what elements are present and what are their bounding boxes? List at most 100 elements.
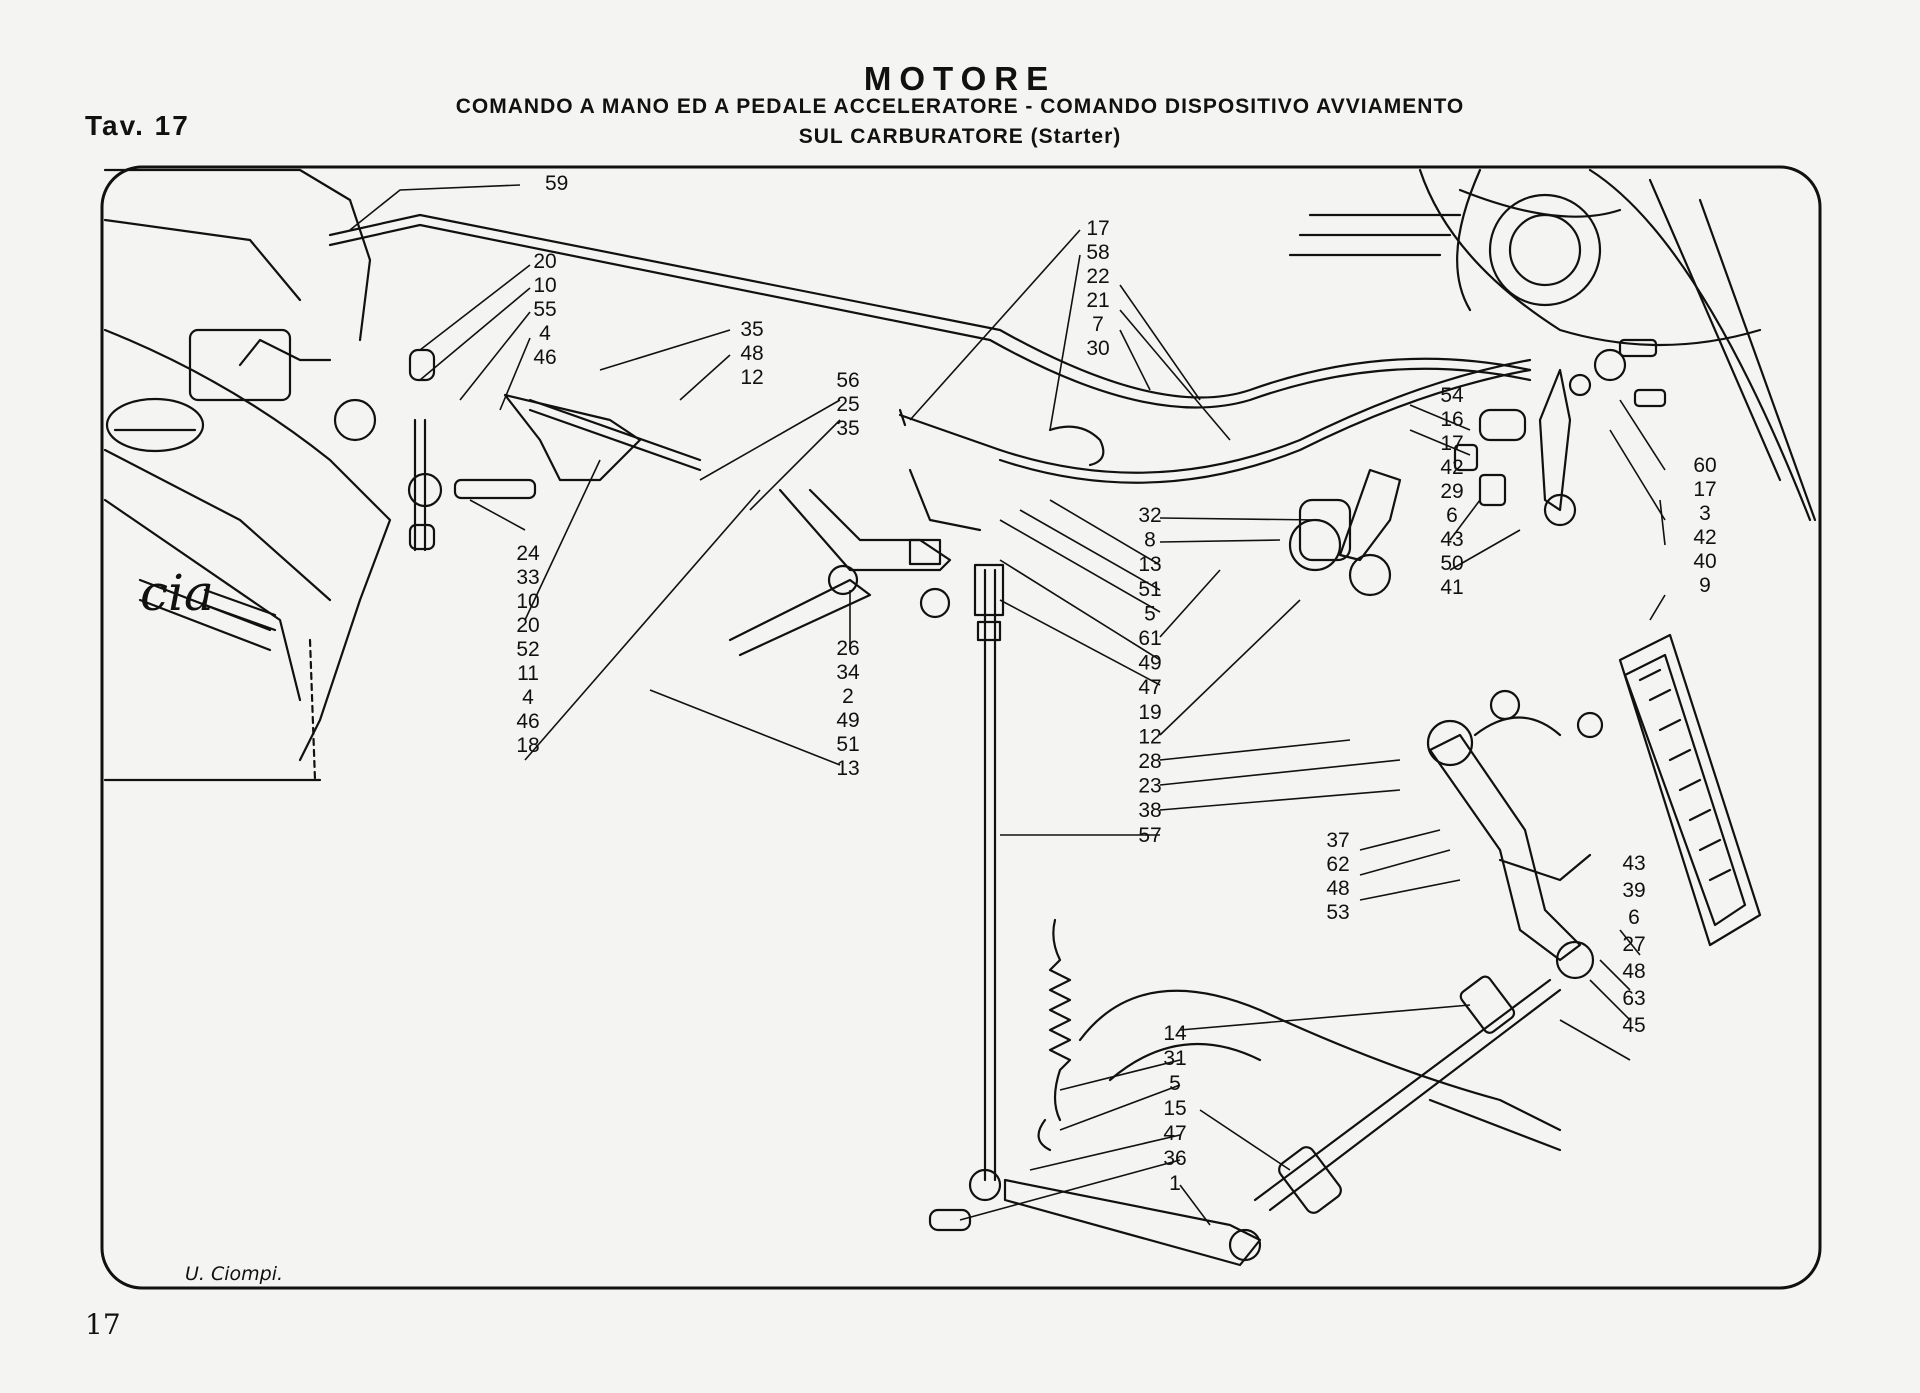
callout-label: 48 <box>740 342 763 365</box>
callout-label: 51 <box>836 733 859 756</box>
diagram-title: MOTORE <box>863 60 1057 97</box>
callout-label: 6 <box>1628 906 1640 929</box>
callout-label: 43 <box>1440 528 1463 551</box>
bell-crank-middle <box>778 488 952 572</box>
accelerator-pedal-drawing <box>1618 633 1762 947</box>
page-number: 17 <box>85 1308 121 1341</box>
callout-label: 60 <box>1693 454 1716 477</box>
callout-label: 10 <box>533 274 556 297</box>
vertical-push-rod <box>983 568 997 1182</box>
callout-label: 39 <box>1622 879 1645 902</box>
callout-label: 2 <box>842 685 854 708</box>
callout-label: 12 <box>740 366 763 389</box>
callout-label: 47 <box>1138 676 1161 699</box>
illustrator-signature: U. Ciompi. <box>185 1263 284 1285</box>
diagram-subtitle-line2: SUL CARBURATORE (Starter) <box>798 125 1122 148</box>
callout-label: 63 <box>1622 987 1645 1010</box>
callout-label: 62 <box>1326 853 1349 876</box>
callout-label: 17 <box>1086 217 1109 240</box>
diagram-subtitle-line1: COMANDO A MANO ED A PEDALE ACCELERATORE … <box>455 95 1465 118</box>
callout-label: 3 <box>1699 502 1711 525</box>
callout-label: 17 <box>1693 478 1716 501</box>
callout-label: 27 <box>1622 933 1645 956</box>
callout-label: 23 <box>1138 775 1161 798</box>
callout-label: 22 <box>1086 265 1109 288</box>
threaded-rod <box>528 398 702 462</box>
callout-label: 26 <box>836 637 859 660</box>
callout-label: 10 <box>516 590 539 613</box>
callout-label: 33 <box>516 566 539 589</box>
callout-label: 61 <box>1138 627 1161 650</box>
callout-label: 45 <box>1622 1014 1645 1037</box>
callout-label: 34 <box>836 661 860 684</box>
throttle-crank-upper <box>1538 368 1572 512</box>
callout-label: 30 <box>1086 337 1109 360</box>
callout-label: 36 <box>1163 1147 1186 1170</box>
table-label: Tav. 17 <box>85 110 190 141</box>
callout-label: 14 <box>1163 1022 1187 1045</box>
diagram-frame <box>100 165 1822 1290</box>
callout-label: 42 <box>1693 526 1716 549</box>
callout-label: 12 <box>1138 725 1161 748</box>
callout-label: 15 <box>1163 1097 1186 1120</box>
lower-lever-arm <box>1003 1178 1262 1267</box>
starter-cable <box>998 358 1532 474</box>
callout-label: 43 <box>1622 852 1645 875</box>
svg-text:cia: cia <box>140 564 214 622</box>
callout-label: 48 <box>1622 960 1645 983</box>
callout-label: 4 <box>539 322 551 345</box>
callout-label: 16 <box>1440 408 1463 431</box>
callout-label: 47 <box>1163 1122 1186 1145</box>
callout-label: 11 <box>517 662 539 685</box>
callout-label: 46 <box>516 710 539 733</box>
callout-label: 29 <box>1440 480 1463 503</box>
callout-label: 51 <box>1138 578 1161 601</box>
callout-label: 4 <box>522 686 534 709</box>
callout-label: 8 <box>1144 529 1156 552</box>
callout-label: 7 <box>1092 313 1104 336</box>
callout-label: 46 <box>533 346 556 369</box>
callout-label: 58 <box>1086 241 1109 264</box>
callout-label: 28 <box>1138 750 1161 773</box>
callout-label: 41 <box>1440 576 1463 599</box>
callout-label: 52 <box>516 638 539 661</box>
callout-label: 59 <box>545 172 568 195</box>
callout-label: 48 <box>1326 877 1349 900</box>
callout-label: 37 <box>1326 829 1349 852</box>
callout-label: 54 <box>1440 384 1464 407</box>
callout-label: 50 <box>1440 552 1463 575</box>
callout-label: 1 <box>1169 1172 1181 1195</box>
callout-label: 35 <box>740 318 763 341</box>
callout-label: 18 <box>516 734 539 757</box>
rod-clevis <box>973 563 1005 617</box>
engine-block-drawing: cia <box>103 168 392 782</box>
callout-label: 53 <box>1326 901 1349 924</box>
callout-label: 40 <box>1693 550 1716 573</box>
callout-label: 13 <box>1138 553 1161 576</box>
callout-label: 5 <box>1169 1072 1181 1095</box>
callout-label: 21 <box>1086 289 1109 312</box>
starter-lever <box>1338 468 1402 562</box>
callout-label: 9 <box>1699 574 1711 597</box>
pedal-cross-shaft <box>1253 975 1562 1214</box>
throttle-cable <box>328 213 1532 399</box>
callout-label: 25 <box>836 393 859 416</box>
callout-label: 49 <box>836 709 859 732</box>
callout-label: 24 <box>516 542 540 565</box>
callout-label: 5 <box>1144 602 1156 625</box>
callout-label: 31 <box>1163 1047 1186 1070</box>
dashboard-steering-drawing <box>1288 168 1817 522</box>
callout-label: 13 <box>836 757 859 780</box>
pedal-arm <box>1428 733 1582 962</box>
return-spring <box>1048 918 1072 1122</box>
callout-label: 42 <box>1440 456 1463 479</box>
callout-leader-lines <box>349 184 1666 1226</box>
callout-label: 56 <box>836 369 859 392</box>
callout-label: 20 <box>533 250 556 273</box>
callout-label: 17 <box>1440 432 1463 455</box>
callout-label: 38 <box>1138 799 1161 822</box>
bell-crank-left <box>503 393 642 482</box>
callout-label: 6 <box>1446 504 1458 527</box>
